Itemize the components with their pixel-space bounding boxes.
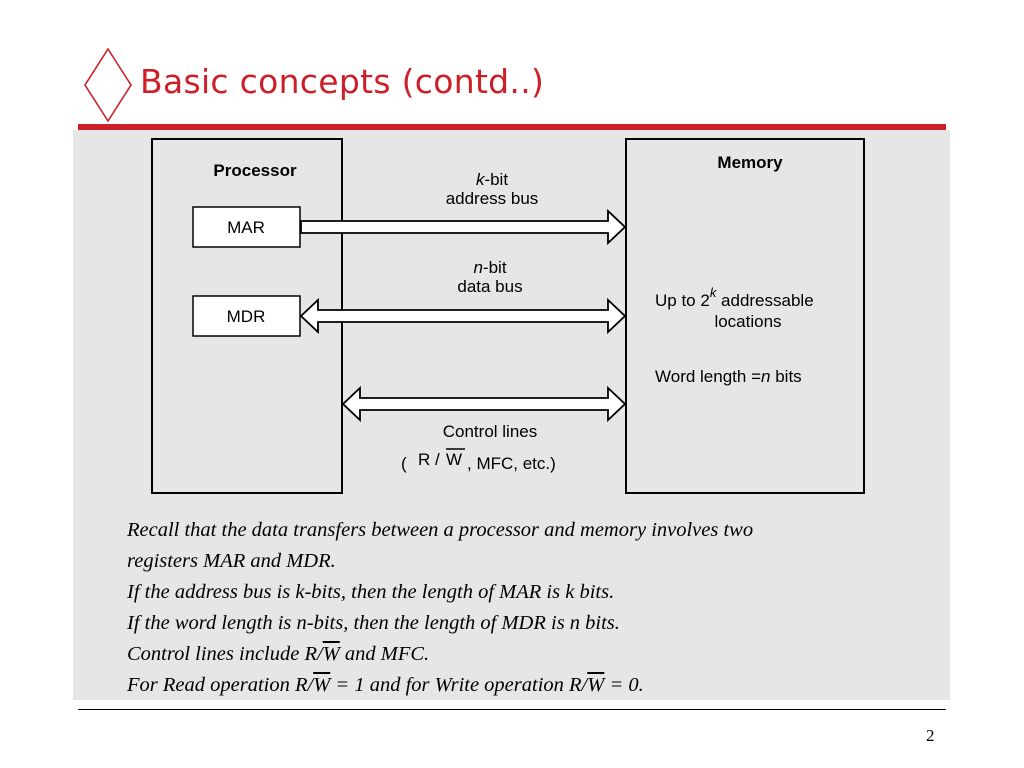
processor-label: Processor bbox=[213, 161, 297, 180]
address-bus-arrow bbox=[300, 208, 627, 246]
address-bus-label: k-bit bbox=[476, 170, 508, 189]
note-line: For Read operation R/W = 1 and for Write… bbox=[127, 674, 644, 696]
control-lines-open-paren: ( bbox=[401, 454, 407, 473]
control-lines-label: Control lines bbox=[443, 422, 538, 441]
data-bus-arrow bbox=[299, 297, 627, 335]
mdr-label: MDR bbox=[227, 307, 266, 326]
note-line: Control lines include R/W and MFC. bbox=[127, 643, 430, 665]
control-lines-slash: / bbox=[435, 450, 440, 469]
note-line: If the address bus is k-bits, then the l… bbox=[127, 581, 615, 603]
notes-text: Recall that the data transfers between a… bbox=[127, 515, 937, 701]
data-bus-label: n-bit bbox=[473, 258, 506, 277]
slide-title: Basic concepts (contd..) bbox=[140, 62, 545, 101]
note-line: Recall that the data transfers between a… bbox=[127, 519, 754, 541]
control-lines-arrow bbox=[341, 385, 627, 423]
page-number: 2 bbox=[926, 726, 935, 745]
control-lines-w: W bbox=[446, 450, 462, 469]
address-bus-label-line2: address bus bbox=[446, 189, 539, 208]
mar-register bbox=[192, 206, 301, 248]
data-bus-label-line2: data bus bbox=[457, 277, 522, 296]
control-lines-rest: , MFC, etc.) bbox=[467, 454, 556, 473]
note-line: If the word length is n-bits, then the l… bbox=[127, 612, 620, 634]
memory-label: Memory bbox=[717, 153, 783, 172]
footer-rule bbox=[78, 709, 946, 710]
memory-box bbox=[625, 138, 865, 494]
title-rule bbox=[78, 124, 946, 130]
memory-capacity-line2: locations bbox=[714, 312, 781, 331]
memory-word-length: Word length =n bits bbox=[655, 367, 802, 386]
control-lines-r: R bbox=[418, 450, 430, 469]
memory-capacity: Up to 2k addressable bbox=[655, 285, 814, 310]
diamond-icon bbox=[84, 48, 132, 122]
note-line: registers MAR and MDR. bbox=[127, 550, 336, 572]
mar-label: MAR bbox=[227, 218, 265, 237]
